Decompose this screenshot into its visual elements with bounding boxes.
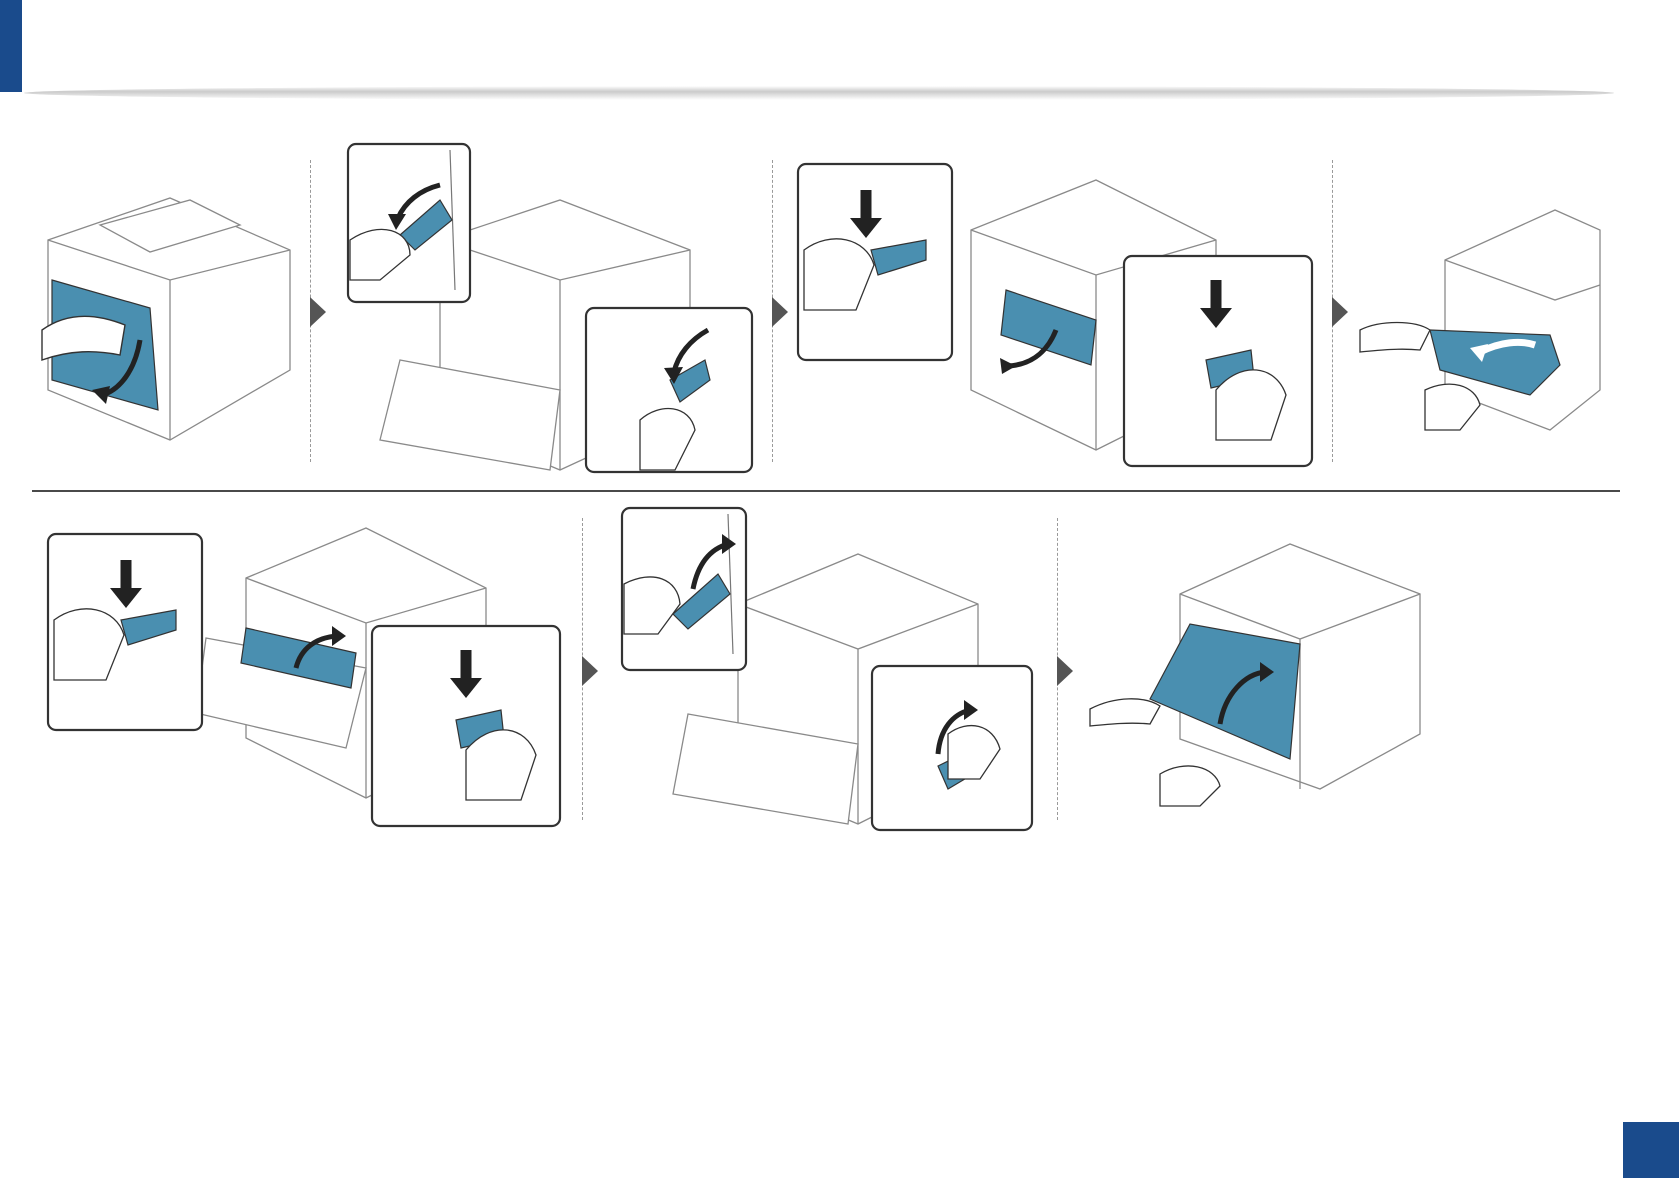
step-next-icon xyxy=(310,297,326,327)
step-4-illustration xyxy=(1360,190,1605,440)
step-1-illustration xyxy=(40,190,300,450)
header-rule xyxy=(24,86,1614,100)
step-next-icon xyxy=(1057,656,1073,686)
row-divider xyxy=(32,490,1620,492)
page-number-badge xyxy=(1623,1122,1679,1178)
step-next-icon xyxy=(1332,297,1348,327)
step-5-illustration xyxy=(46,508,566,830)
step-next-icon xyxy=(772,297,788,327)
header-corner-tab xyxy=(0,0,22,92)
step-6-illustration xyxy=(618,504,1038,834)
step-3-illustration xyxy=(796,160,1316,470)
step-7-illustration xyxy=(1090,534,1430,806)
step-next-icon xyxy=(582,656,598,686)
step-2-illustration xyxy=(340,140,760,480)
